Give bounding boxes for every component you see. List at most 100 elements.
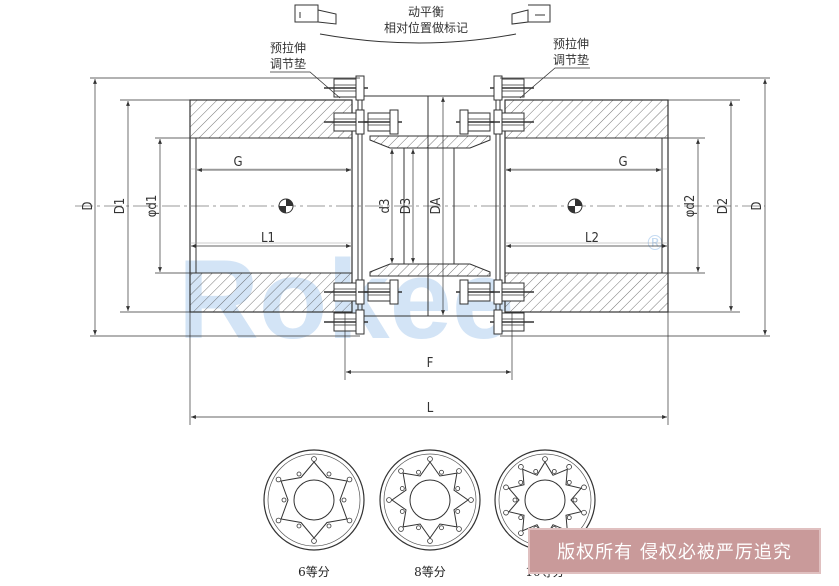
shim-annotations: 预拉伸 调节垫 预拉伸 调节垫 — [270, 36, 590, 99]
bolt-hole — [399, 509, 405, 514]
bolt-hole — [275, 476, 282, 483]
bolt-hole — [439, 525, 444, 531]
bolt-washer — [389, 109, 399, 135]
bolt-hole — [503, 509, 509, 516]
bolt-hole — [311, 538, 317, 544]
hub-bore — [524, 479, 566, 521]
left-shim-label-1: 预拉伸 — [270, 40, 306, 55]
bolt-hole — [326, 523, 332, 529]
bolt-assembly — [456, 109, 500, 135]
bolt-hole — [503, 484, 509, 491]
dim-D3: D3 — [399, 198, 414, 214]
dim-L: L — [427, 401, 434, 416]
copyright-stamp: 版权所有 侵权必被严厉追究 — [528, 528, 821, 574]
right-shim-label-1: 预拉伸 — [553, 36, 589, 51]
dimension-lines — [90, 77, 770, 425]
dim-D2: D2 — [716, 198, 731, 214]
bolt-hole — [296, 523, 302, 529]
bolt-washer — [355, 75, 365, 101]
bolt-assembly — [324, 75, 368, 101]
bolt-hole — [456, 526, 462, 532]
bolt-hole — [456, 468, 462, 474]
bolt-washer — [493, 75, 503, 101]
bolt-hole — [518, 464, 524, 470]
balance-marks — [278, 198, 583, 214]
flange-rim — [267, 453, 361, 547]
bolt-hole — [296, 471, 302, 477]
bolt-hole — [533, 469, 539, 474]
bolt-hole — [542, 456, 548, 462]
dim-G-right: G — [618, 155, 627, 170]
bolt-washer — [459, 109, 469, 135]
bolt-hole — [427, 456, 433, 462]
bolt-hole — [416, 525, 421, 531]
end-view-8 — [379, 449, 481, 551]
diaphragm-star — [391, 461, 469, 539]
end-views — [263, 449, 596, 551]
bolt-hole — [566, 464, 572, 470]
bolt-hole — [398, 526, 404, 532]
right-shim-label-2: 调节垫 — [553, 52, 589, 67]
bolt-hole — [566, 479, 572, 485]
diaphragm-star — [280, 461, 348, 539]
bolt-hole — [518, 515, 524, 521]
bolt-washer — [389, 279, 399, 305]
bolt-hole — [439, 469, 444, 475]
dim-D1: D1 — [113, 198, 128, 214]
balance-label-1: 动平衡 — [408, 5, 444, 19]
dimension-labels: D D1 φd1 G L1 d3 D3 DA G L2 φd2 D2 D F L — [81, 155, 765, 416]
end-view-6 — [263, 449, 365, 551]
bolt-assembly — [358, 279, 402, 305]
bolt-assembly — [358, 109, 402, 135]
end-view-captions: 6等分 8等分 10等分 — [298, 565, 564, 579]
bolt-hole — [427, 538, 433, 544]
balance-annotation: 动平衡 相对位置做标记 — [294, 4, 551, 44]
bolt-hole — [581, 509, 587, 516]
balance-label-2: 相对位置做标记 — [384, 20, 468, 35]
bolt-hole — [455, 486, 461, 491]
bolt-assembly — [490, 75, 534, 101]
bolt-hole — [566, 515, 572, 521]
hub-bore — [409, 479, 451, 521]
bolt-hole — [399, 486, 405, 491]
bolt-hole — [346, 517, 353, 524]
bolt-hole — [512, 497, 518, 503]
bolt-hole — [398, 468, 404, 474]
bolt-hole — [455, 509, 461, 514]
hub-bore — [293, 479, 335, 521]
bolt-hole — [518, 479, 524, 485]
pattern-label-6: 6等分 — [298, 565, 330, 579]
bolt-washer — [493, 309, 503, 335]
dim-F: F — [427, 356, 434, 371]
bolt-hole — [551, 469, 557, 474]
dim-L1: L1 — [261, 231, 275, 246]
bolt-hole — [468, 497, 474, 503]
bolt-hole — [386, 497, 392, 503]
dim-D-right: D — [750, 201, 765, 210]
dim-d1: φd1 — [145, 195, 160, 218]
flange-rim — [383, 453, 477, 547]
bolt-hole — [311, 456, 317, 462]
outer-flange — [379, 449, 481, 551]
bolt-hole — [416, 469, 421, 475]
pattern-label-8: 8等分 — [414, 565, 446, 579]
bolt-washer — [355, 309, 365, 335]
dim-d3: d3 — [378, 199, 393, 214]
bolt-hole — [281, 497, 287, 503]
left-shim-label-2: 调节垫 — [270, 56, 306, 71]
bolt-hole — [326, 471, 332, 477]
bolt-assembly — [324, 309, 368, 335]
dim-L2: L2 — [585, 231, 599, 246]
dim-D-left: D — [81, 201, 96, 210]
dim-DA: DA — [429, 198, 444, 215]
bolt-hole — [341, 497, 347, 503]
bolt-hole — [346, 476, 353, 483]
dim-d2: φd2 — [683, 195, 698, 218]
bolt-hole — [275, 517, 282, 524]
outer-flange — [263, 449, 365, 551]
bolt-hole — [572, 497, 578, 503]
dim-G-left: G — [233, 155, 242, 170]
copyright-text: 版权所有 侵权必被严厉追究 — [557, 542, 792, 563]
bolt-assembly — [456, 279, 500, 305]
